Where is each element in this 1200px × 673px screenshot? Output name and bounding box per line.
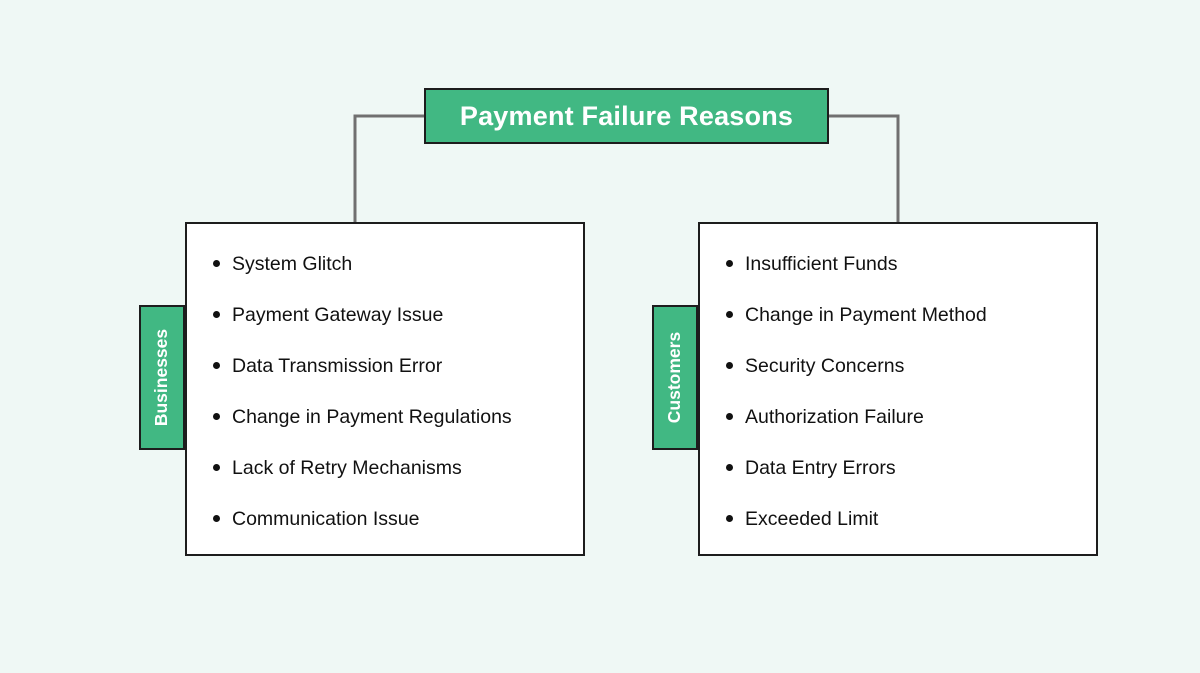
list-item: Change in Payment Method xyxy=(700,304,1096,355)
branch-tab-label: Businesses xyxy=(151,328,172,427)
list-item-label: Change in Payment Method xyxy=(745,304,987,326)
bullet-icon xyxy=(213,311,220,318)
connector-left xyxy=(353,114,424,222)
list-item-label: Lack of Retry Mechanisms xyxy=(232,457,462,479)
list-item-label: Security Concerns xyxy=(745,355,905,377)
list-item-label: Change in Payment Regulations xyxy=(232,406,512,428)
branch-list-businesses: System Glitch Payment Gateway Issue Data… xyxy=(187,224,583,559)
list-item: Authorization Failure xyxy=(700,406,1096,457)
branch-panel-customers: Insufficient Funds Change in Payment Met… xyxy=(698,222,1098,556)
bullet-icon xyxy=(213,464,220,471)
bullet-icon xyxy=(726,260,733,267)
bullet-icon xyxy=(726,464,733,471)
branch-panel-businesses: System Glitch Payment Gateway Issue Data… xyxy=(185,222,585,556)
list-item-label: Communication Issue xyxy=(232,508,420,530)
list-item-label: Data Entry Errors xyxy=(745,457,896,479)
list-item-label: Insufficient Funds xyxy=(745,253,898,275)
branch-tab-label: Customers xyxy=(664,331,685,424)
bullet-icon xyxy=(213,515,220,522)
branch-list-customers: Insufficient Funds Change in Payment Met… xyxy=(700,224,1096,559)
list-item: Communication Issue xyxy=(187,508,583,559)
list-item-label: Exceeded Limit xyxy=(745,508,879,530)
list-item: Security Concerns xyxy=(700,355,1096,406)
list-item: System Glitch xyxy=(187,253,583,304)
list-item: Insufficient Funds xyxy=(700,253,1096,304)
connector-right xyxy=(829,114,900,222)
bullet-icon xyxy=(213,413,220,420)
root-node-label: Payment Failure Reasons xyxy=(459,100,794,131)
bullet-icon xyxy=(726,413,733,420)
list-item: Data Transmission Error xyxy=(187,355,583,406)
bullet-icon xyxy=(726,362,733,369)
list-item: Exceeded Limit xyxy=(700,508,1096,559)
bullet-icon xyxy=(213,260,220,267)
branch-tab-customers: Customers xyxy=(652,305,698,450)
list-item: Change in Payment Regulations xyxy=(187,406,583,457)
bullet-icon xyxy=(726,311,733,318)
branch-tab-businesses: Businesses xyxy=(139,305,185,450)
list-item-label: Authorization Failure xyxy=(745,406,924,428)
bullet-icon xyxy=(726,515,733,522)
list-item-label: Payment Gateway Issue xyxy=(232,304,444,326)
list-item: Data Entry Errors xyxy=(700,457,1096,508)
list-item: Payment Gateway Issue xyxy=(187,304,583,355)
list-item-label: System Glitch xyxy=(232,253,353,275)
root-node: Payment Failure Reasons xyxy=(424,88,829,144)
bullet-icon xyxy=(213,362,220,369)
list-item-label: Data Transmission Error xyxy=(232,355,443,377)
list-item: Lack of Retry Mechanisms xyxy=(187,457,583,508)
